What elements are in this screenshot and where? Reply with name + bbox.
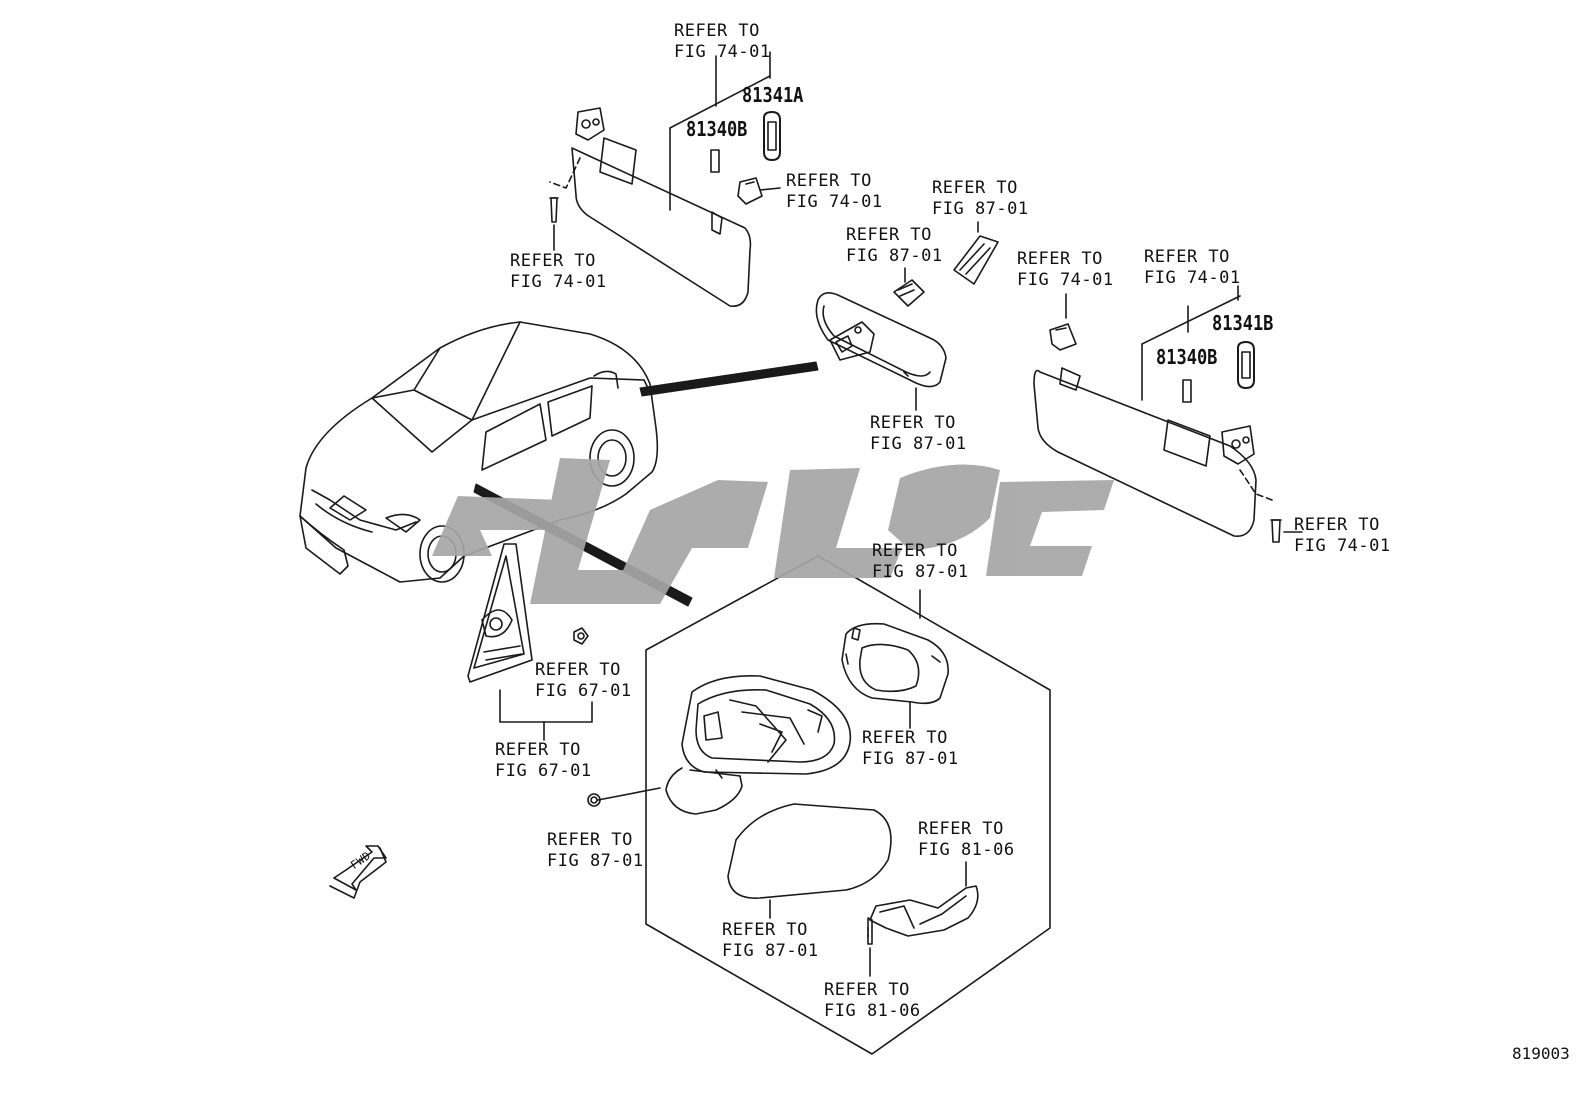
door-garnish [467, 543, 593, 741]
part-number-81341b: 81341B [1212, 311, 1274, 335]
figure-number: 819003 [1512, 1044, 1570, 1063]
part-number-81341a: 81341A [742, 83, 804, 107]
outer-mirror-housing [587, 675, 852, 815]
part-number-81340b-left: 81340B [686, 117, 748, 141]
fwd-arrow-icon [329, 845, 387, 899]
part-number-81340b-right: 81340B [1156, 345, 1218, 369]
watermark-logo [432, 458, 1114, 604]
mirror-glass [841, 589, 949, 729]
pointer-arrow-inner-mirror [639, 361, 819, 397]
turn-signal-lamp [867, 861, 979, 977]
sun-visor-left [549, 51, 781, 308]
inner-mirror [815, 221, 999, 411]
sun-visor-right [1033, 285, 1303, 543]
mirror-cover [727, 803, 892, 919]
